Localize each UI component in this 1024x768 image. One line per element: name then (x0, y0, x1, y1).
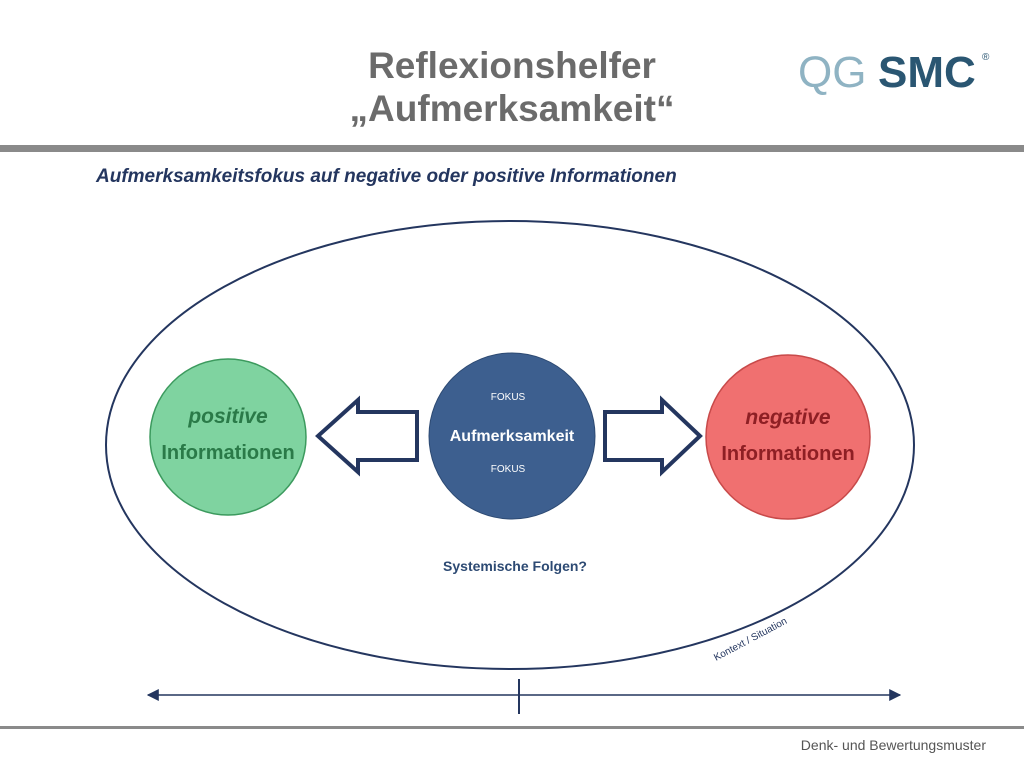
right-arrow (603, 395, 703, 477)
logo-qg-text: QG (798, 48, 866, 96)
footer-divider (0, 726, 1024, 729)
focus-label-top: FOKUS (491, 392, 526, 403)
negative-label: negative (745, 406, 831, 429)
positive-label: positive (187, 405, 268, 428)
context-ellipse (105, 220, 915, 670)
negative-information-label: Informationen (721, 443, 854, 465)
systemic-consequences-label: Systemische Folgen? (443, 558, 587, 574)
header-divider (0, 145, 1024, 152)
logo-registered-mark: ® (982, 52, 990, 63)
left-arrow (315, 395, 419, 477)
attention-diagram: positive Informationen FOKUS Aufmerksamk… (105, 220, 915, 714)
attention-label: Aufmerksamkeit (450, 428, 575, 445)
diagram-subtitle: Aufmerksamkeitsfokus auf negative oder p… (96, 166, 677, 187)
positive-information-circle (149, 358, 307, 516)
footer-label: Denk- und Bewertungsmuster (800, 737, 986, 753)
title-line-2: „Aufmerksamkeit“ (349, 88, 675, 129)
negative-information-circle (705, 354, 871, 520)
title-line-1: Reflexionshelfer (368, 45, 656, 86)
context-situation-label: Kontext / Situation (712, 616, 789, 664)
qgsmc-logo: QG SMC ® (798, 48, 990, 96)
slide-title: Reflexionshelfer „Aufmerksamkeit“ (262, 44, 762, 130)
positive-information-label: Informationen (161, 442, 294, 464)
attention-focus-circle (428, 352, 596, 520)
focus-label-bottom: FOKUS (491, 464, 526, 475)
logo-smc-text: SMC (878, 48, 976, 96)
